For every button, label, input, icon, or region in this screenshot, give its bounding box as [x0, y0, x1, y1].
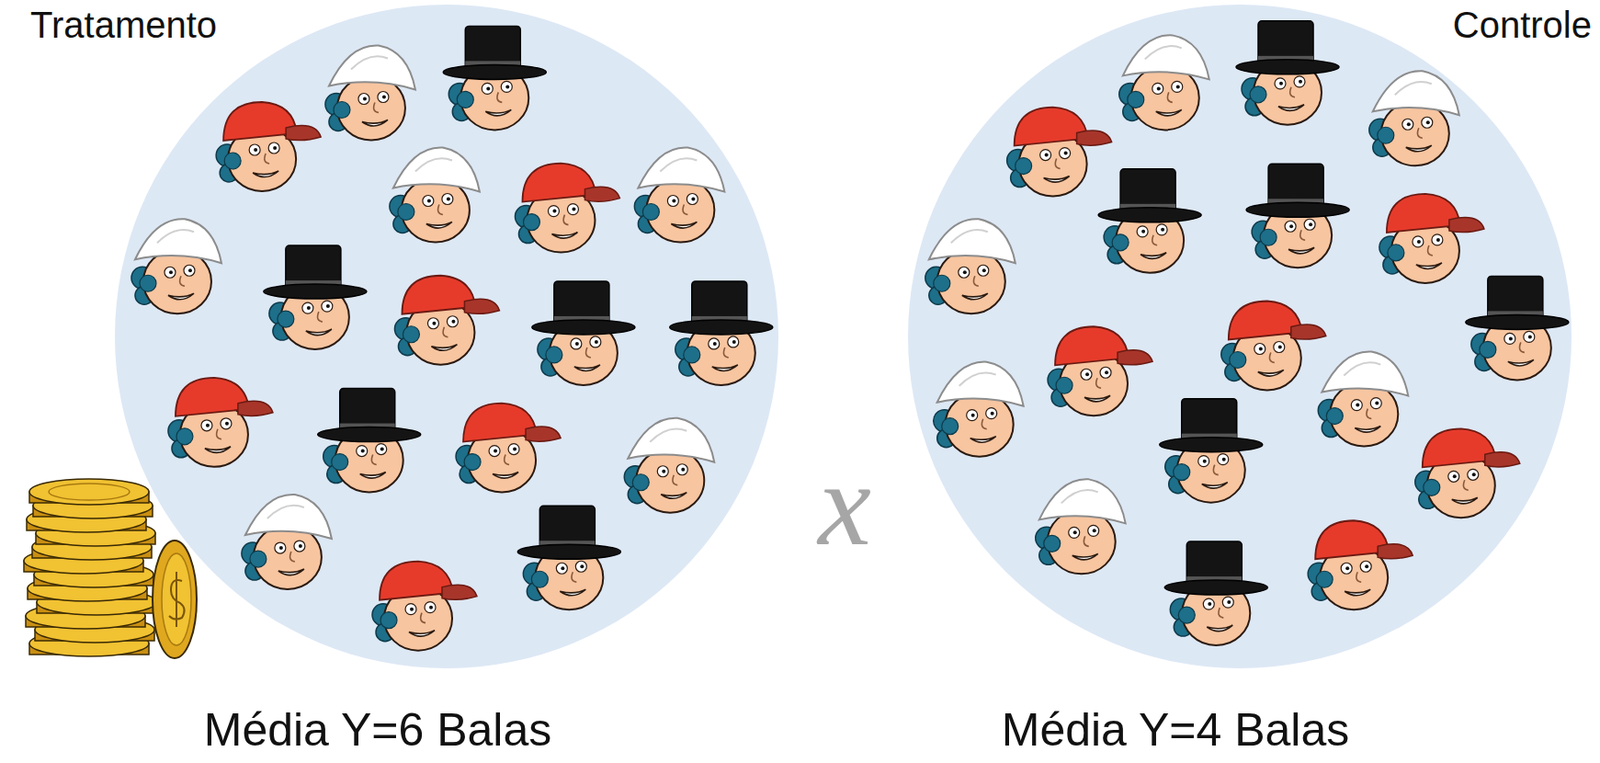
white-hat-person [925, 218, 1016, 314]
white-hat-person [624, 418, 715, 513]
circle-outline [0, 0, 800, 763]
top-hat-person [1236, 21, 1340, 125]
red-cap-person [215, 102, 321, 192]
white-hat-person [325, 45, 416, 140]
top-hat-person [1164, 541, 1268, 646]
top-hat-person [669, 281, 773, 386]
group-heading: Controle [1452, 3, 1592, 46]
top-hat-person [1465, 275, 1569, 380]
group-circle: ControleMédia Y=4 Balas [804, 0, 1600, 763]
coin-stack [23, 478, 197, 659]
red-cap-person [168, 377, 273, 467]
top-hat-person [532, 281, 636, 386]
people [131, 21, 1569, 651]
versus-mark: x [817, 443, 872, 564]
top-hat-person [442, 25, 546, 130]
red-cap-person [372, 561, 477, 651]
red-cap-person [514, 163, 620, 253]
white-hat-person [933, 362, 1024, 457]
white-hat-person [1317, 351, 1408, 446]
red-cap-person [1047, 326, 1153, 416]
red-cap-person [1007, 107, 1113, 197]
white-hat-person [241, 494, 332, 590]
group-fill [114, 4, 779, 669]
top-hat-person [1098, 169, 1202, 273]
red-cap-person [1307, 520, 1413, 610]
top-hat-person [1159, 398, 1263, 503]
group-mean: Média Y=4 Balas [1001, 703, 1351, 758]
group-circle: TratamentoMédia Y=6 Balas [0, 0, 800, 763]
red-cap-person [394, 275, 500, 365]
white-hat-person [1369, 70, 1460, 166]
white-hat-person [1119, 34, 1210, 130]
group-fill [907, 4, 1572, 669]
white-hat-person [389, 147, 480, 242]
red-cap-person [455, 403, 561, 493]
white-hat-person [634, 147, 725, 242]
white-hat-person [1035, 478, 1126, 574]
red-cap-person [1221, 301, 1327, 391]
group-mean: Média Y=6 Balas [204, 703, 553, 758]
group-heading: Tratamento [30, 3, 217, 46]
top-hat-person [517, 505, 621, 610]
top-hat-person [263, 245, 367, 350]
red-cap-person [1415, 428, 1521, 518]
red-cap-person [1379, 193, 1485, 284]
top-hat-person [317, 388, 421, 493]
white-hat-person [131, 218, 222, 314]
circle-outline [804, 0, 1600, 763]
top-hat-person [1246, 163, 1350, 268]
